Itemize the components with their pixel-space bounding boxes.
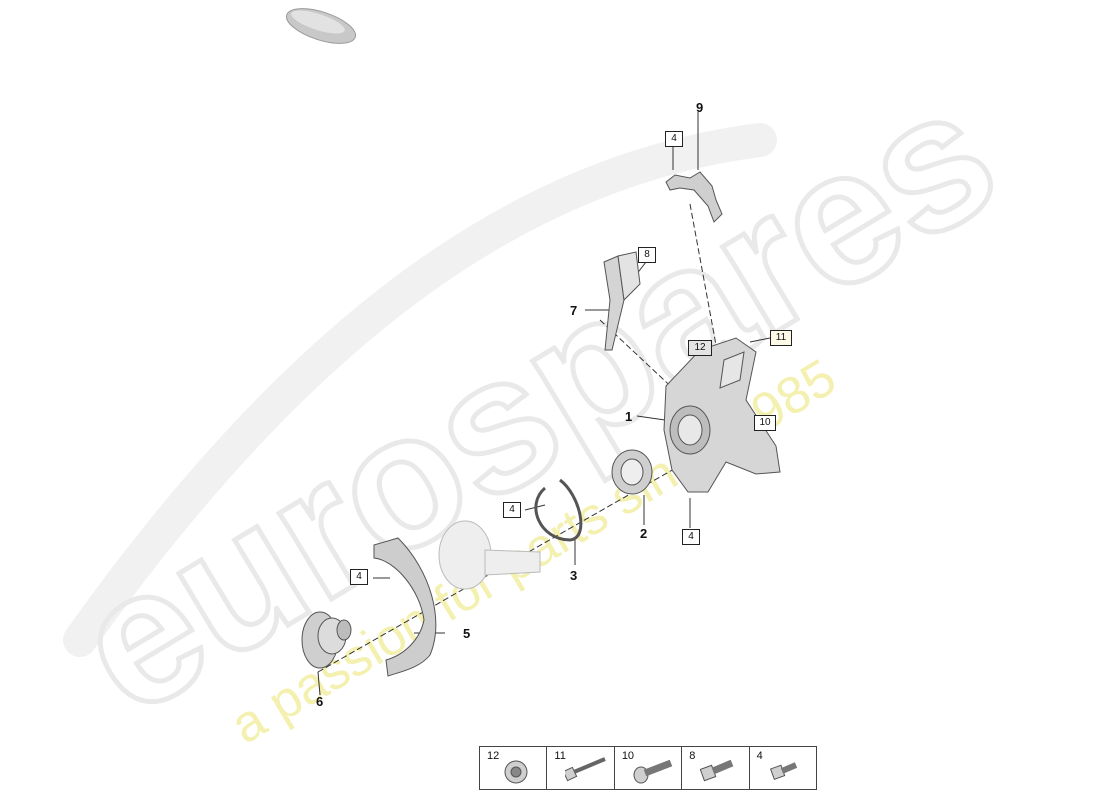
wheel-carrier-part <box>663 337 781 493</box>
callout-9: 9 <box>696 100 704 115</box>
legend-cell-8: 8 <box>682 747 750 789</box>
legend-cell-4: 4 <box>750 747 816 789</box>
wear-sensor-wire <box>665 171 723 223</box>
flange-bolt-icon <box>633 759 673 784</box>
legend-num: 10 <box>621 750 635 762</box>
legend-num: 11 <box>554 750 566 762</box>
callout-6: 6 <box>316 694 324 709</box>
legend-num: 12 <box>487 750 500 762</box>
nut-icon <box>504 760 528 784</box>
ref-box-4-top: 4 <box>665 131 683 147</box>
fastener-legend: 12 11 10 8 <box>479 746 817 790</box>
bracket-part <box>603 251 641 351</box>
long-bolt-icon <box>565 757 607 782</box>
circlip-part <box>534 478 583 542</box>
drive-shaft-ghost <box>438 520 541 590</box>
legend-cell-11: 11 <box>547 747 615 789</box>
hex-bolt-icon <box>700 759 734 782</box>
legend-cell-10: 10 <box>615 747 683 789</box>
callout-1: 1 <box>625 409 633 424</box>
ref-box-11: 11 <box>770 330 792 346</box>
ref-box-4-left: 4 <box>350 569 368 585</box>
ref-box-4-mid: 4 <box>503 502 521 518</box>
legend-cell-12: 12 <box>480 747 548 789</box>
ref-box-12: 12 <box>688 340 712 356</box>
wheel-hub-part <box>301 611 352 669</box>
ref-box-10: 10 <box>754 415 776 431</box>
wheel-bearing-part <box>611 449 653 495</box>
callout-3: 3 <box>570 568 578 583</box>
callout-2: 2 <box>640 526 648 541</box>
short-bolt-icon <box>769 762 797 780</box>
logo-blob-icon <box>285 8 357 44</box>
legend-num: 8 <box>689 750 696 762</box>
ref-box-8: 8 <box>638 247 656 263</box>
legend-num: 4 <box>756 750 763 762</box>
callout-7: 7 <box>570 303 578 318</box>
splash-shield-part <box>373 537 437 677</box>
ref-box-4-right: 4 <box>682 529 700 545</box>
callout-5: 5 <box>463 626 471 641</box>
